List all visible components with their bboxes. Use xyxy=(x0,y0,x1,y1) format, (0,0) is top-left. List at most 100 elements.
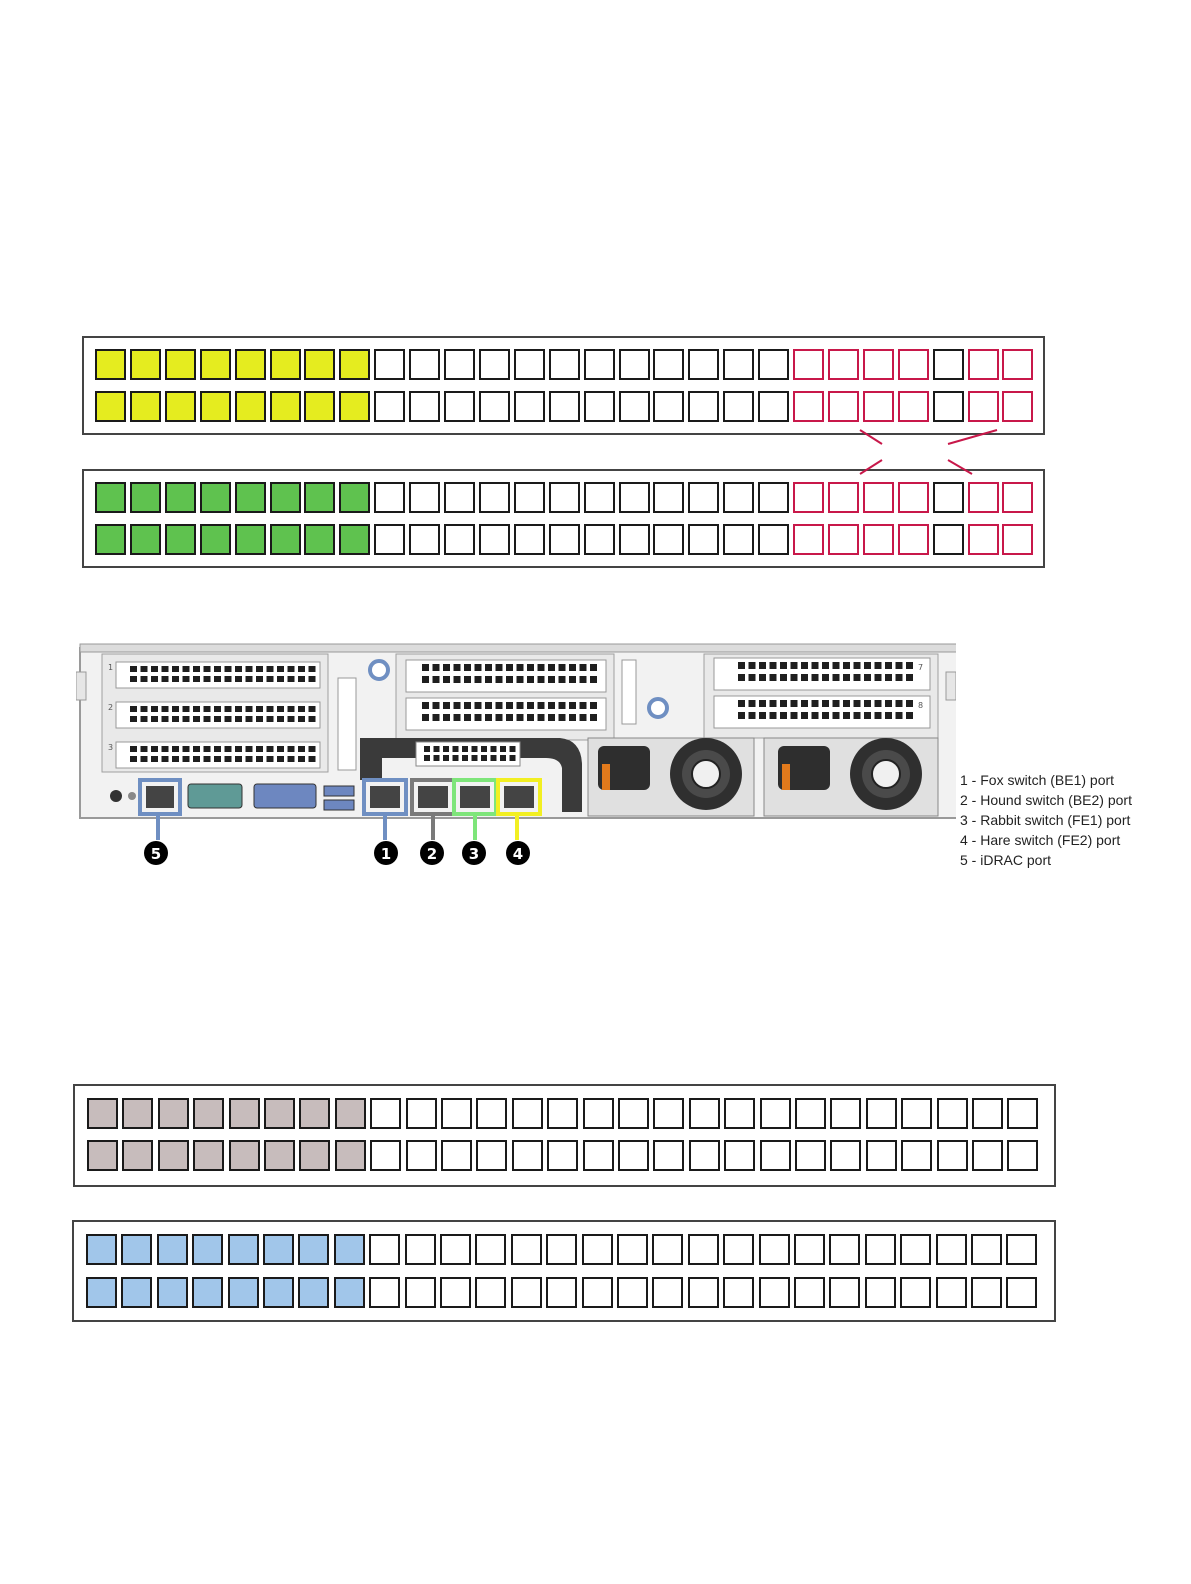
left-ear-top xyxy=(76,672,86,700)
hare-port-r2-16 xyxy=(617,1277,648,1308)
hare-port-r2-17 xyxy=(652,1277,683,1308)
hound-port-r1-5 xyxy=(235,482,266,513)
hound-port-r1-16 xyxy=(619,482,650,513)
rabbit-port-r2-3 xyxy=(158,1140,189,1171)
fox-port-r1-5 xyxy=(235,349,266,380)
hare-port-r1-11 xyxy=(440,1234,471,1265)
chassis-top-rail xyxy=(80,644,956,652)
fox-port-r2-2 xyxy=(130,391,161,422)
hare-port-r1-12 xyxy=(475,1234,506,1265)
hound-port-r1-4 xyxy=(200,482,231,513)
hound-port-r1-2 xyxy=(130,482,161,513)
hound-port-r1-3 xyxy=(165,482,196,513)
hare-port-r2-11 xyxy=(440,1277,471,1308)
fox-port-r1-22 xyxy=(828,349,859,380)
fox-port-r1-10 xyxy=(409,349,440,380)
rabbit-port-r2-8 xyxy=(335,1140,366,1171)
callout-3: 3 xyxy=(462,841,486,865)
slot-number-7: 7 xyxy=(918,663,923,672)
rabbit-port-r2-22 xyxy=(830,1140,861,1171)
hare-port-r2-1 xyxy=(86,1277,117,1308)
hound-port-r2-27 xyxy=(1002,524,1033,555)
slot-number-8: 8 xyxy=(918,701,923,710)
hare-port-r2-25 xyxy=(936,1277,967,1308)
rabbit-port-r1-6 xyxy=(264,1098,295,1129)
hare-port-r2-6 xyxy=(263,1277,294,1308)
rabbit-port-r1-14 xyxy=(547,1098,578,1129)
fox-port-r2-20 xyxy=(758,391,789,422)
hare-port-r1-6 xyxy=(263,1234,294,1265)
fox-port-r1-11 xyxy=(444,349,475,380)
svg-text:3: 3 xyxy=(469,845,479,863)
hare-port-r1-16 xyxy=(617,1234,648,1265)
fox-port-r2-17 xyxy=(653,391,684,422)
fox-port-r1-26 xyxy=(968,349,999,380)
hound-port-r1-21 xyxy=(793,482,824,513)
hound-port-r1-20 xyxy=(758,482,789,513)
vlt-link-b2 xyxy=(948,460,972,474)
vlt-link-b1 xyxy=(948,430,997,444)
idrac-port xyxy=(146,786,174,808)
hare-port-r2-5 xyxy=(228,1277,259,1308)
hound-port-r2-3 xyxy=(165,524,196,555)
rabbit-port-r2-2 xyxy=(122,1140,153,1171)
hound-port-r2-9 xyxy=(374,524,405,555)
rabbit-port-r2-17 xyxy=(653,1140,684,1171)
fox-port-r2-23 xyxy=(863,391,894,422)
nic-port-1 xyxy=(370,786,400,808)
hound-port-r2-19 xyxy=(723,524,754,555)
fox-port-r1-17 xyxy=(653,349,684,380)
fox-port-r2-26 xyxy=(968,391,999,422)
rabbit-port-r2-18 xyxy=(689,1140,720,1171)
rabbit-port-r2-13 xyxy=(512,1140,543,1171)
hound-port-r1-6 xyxy=(270,482,301,513)
fox-port-r1-1 xyxy=(95,349,126,380)
hound-port-r1-10 xyxy=(409,482,440,513)
rabbit-port-r2-23 xyxy=(866,1140,897,1171)
hound-port-r1-27 xyxy=(1002,482,1033,513)
hound-port-r1-7 xyxy=(304,482,335,513)
rabbit-port-r1-17 xyxy=(653,1098,684,1129)
fox-port-r1-21 xyxy=(793,349,824,380)
hound-port-r1-18 xyxy=(688,482,719,513)
hare-port-r1-8 xyxy=(334,1234,365,1265)
hound-port-r1-11 xyxy=(444,482,475,513)
hare-port-r2-3 xyxy=(157,1277,188,1308)
hare-port-r2-14 xyxy=(546,1277,577,1308)
hare-port-r1-9 xyxy=(369,1234,400,1265)
fox-port-r2-25 xyxy=(933,391,964,422)
rabbit-port-r1-22 xyxy=(830,1098,861,1129)
rabbit-port-r2-10 xyxy=(406,1140,437,1171)
fox-port-r2-24 xyxy=(898,391,929,422)
hare-port-r2-8 xyxy=(334,1277,365,1308)
hound-port-r2-21 xyxy=(793,524,824,555)
hound-port-r1-23 xyxy=(863,482,894,513)
fox-port-r1-9 xyxy=(374,349,405,380)
usb-port-2 xyxy=(324,800,354,810)
fox-port-r1-2 xyxy=(130,349,161,380)
hare-port-r1-23 xyxy=(865,1234,896,1265)
rabbit-port-r1-10 xyxy=(406,1098,437,1129)
svg-text:1: 1 xyxy=(381,845,391,863)
hare-port-r2-19 xyxy=(723,1277,754,1308)
hare-port-r2-4 xyxy=(192,1277,223,1308)
fox-port-r2-1 xyxy=(95,391,126,422)
fox-port-r2-3 xyxy=(165,391,196,422)
fox-port-r1-13 xyxy=(514,349,545,380)
rabbit-port-r2-20 xyxy=(760,1140,791,1171)
rabbit-port-r2-1 xyxy=(87,1140,118,1171)
slot-number-3: 3 xyxy=(108,743,113,752)
hare-port-r1-15 xyxy=(582,1234,613,1265)
fox-port-r2-12 xyxy=(479,391,510,422)
rabbit-port-r1-19 xyxy=(724,1098,755,1129)
callout-4: 4 xyxy=(506,841,530,865)
hound-port-r2-7 xyxy=(304,524,335,555)
fox-port-r1-24 xyxy=(898,349,929,380)
rabbit-port-r1-15 xyxy=(583,1098,614,1129)
vlt-link-a2 xyxy=(860,460,882,474)
hound-port-r1-26 xyxy=(968,482,999,513)
hound-port-r2-5 xyxy=(235,524,266,555)
hare-port-r1-3 xyxy=(157,1234,188,1265)
rabbit-port-r1-11 xyxy=(441,1098,472,1129)
svg-text:2: 2 xyxy=(427,845,437,863)
